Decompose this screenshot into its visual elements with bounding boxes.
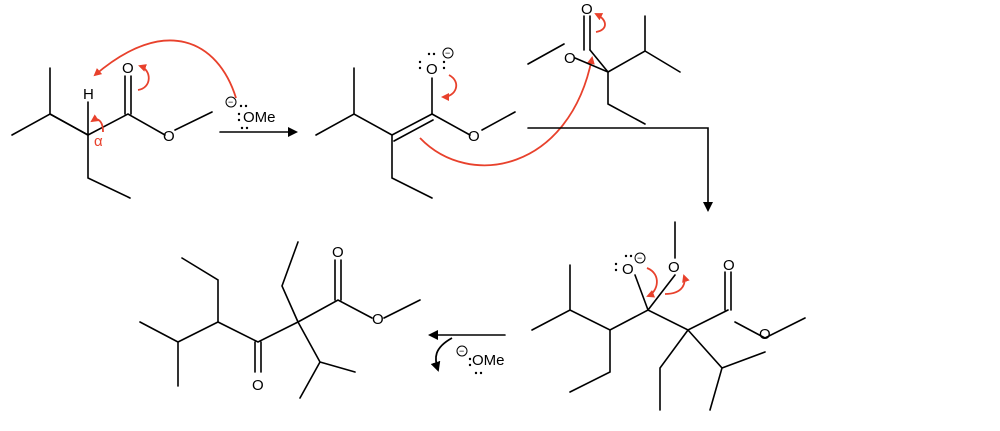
tetra-elimination-arrow	[664, 274, 690, 295]
second-ester-o: O	[564, 50, 576, 67]
tetra-negative-charge-icon	[634, 252, 646, 264]
methoxide-label: OMe	[243, 109, 276, 126]
enolate-ester-oxygen-label: O	[468, 128, 480, 145]
methoxide-release-arrow	[430, 337, 453, 372]
methoxide-attack-arrow	[93, 39, 237, 99]
beta-keto-ester-product: O O O	[139, 241, 421, 399]
c-o-pi-to-oxygen-arrow	[137, 64, 150, 91]
enolate-oxygen-label: O	[426, 61, 438, 78]
ester-methyl-bond	[174, 111, 213, 131]
tetra-branches	[569, 264, 611, 393]
tetra-charge-sign: −	[637, 253, 642, 263]
isopropyl-bond	[49, 113, 89, 136]
product-ester-carbonyl	[334, 259, 342, 301]
reaction-arrow-2	[527, 127, 713, 212]
second-ester-pi-arrow	[594, 13, 606, 33]
product-isopropyl-bonds	[297, 321, 356, 399]
tetra-lower-bonds	[659, 329, 766, 411]
c-h-to-c-c-arrow	[90, 114, 104, 133]
enolate-intermediate: O O −	[315, 47, 595, 199]
product-right-bonds	[281, 241, 421, 323]
tetra-o-bonds	[634, 274, 676, 311]
tetra-alkoxide-o: O	[622, 261, 634, 278]
second-ester-carbonyl	[583, 15, 591, 51]
enolate-negative-charge-icon	[442, 47, 454, 59]
tetra-backbone	[531, 309, 729, 331]
second-ester-carbonyl-o: O	[581, 1, 593, 18]
methoxide-2-charge-sign: −	[459, 346, 464, 356]
skeleton-bonds-1	[11, 113, 131, 199]
charge-sign: −	[228, 97, 233, 107]
methoxide-reagent-1: − OMe	[225, 96, 276, 130]
tetra-carbonyl-o: O	[723, 257, 735, 274]
second-ester-skeleton	[589, 15, 681, 73]
tetra-ester-bonds	[724, 271, 806, 339]
tetrahedral-intermediate: O O O O −	[531, 221, 806, 411]
product-left-bonds	[139, 257, 219, 387]
ester-starting-material: H O O α	[11, 39, 237, 199]
carbonyl-carbon-bonds	[87, 113, 166, 136]
tetra-methoxy-o: O	[668, 259, 680, 276]
second-ester: O O	[527, 1, 681, 125]
carbonyl-oxygen-label: O	[122, 60, 134, 77]
methoxide-2-label: OMe	[472, 352, 505, 369]
product-ketone-o: O	[252, 377, 264, 394]
negative-charge-icon	[225, 96, 237, 108]
product-ester-carbonyl-o: O	[332, 244, 344, 261]
alpha-hydrogen-label: H	[83, 86, 94, 103]
enolate-ester-bonds	[431, 111, 516, 136]
product-ester-o: O	[372, 311, 384, 328]
enolate-double-bond	[391, 113, 434, 142]
carbonyl-double-bond	[124, 75, 132, 115]
product-keto-bonds	[217, 321, 299, 373]
methoxide-2-charge-icon	[456, 345, 468, 357]
enolate-attack-arrow	[419, 56, 595, 167]
enolate-reform-arrow	[441, 74, 458, 101]
second-ester-bonds	[527, 43, 646, 125]
alpha-carbon-label: α	[94, 133, 103, 150]
methoxide-reagent-2: − OMe	[456, 345, 505, 375]
ester-oxygen-label: O	[163, 128, 175, 145]
enolate-charge-sign: −	[445, 48, 450, 58]
tetra-ester-o: O	[759, 326, 771, 343]
tetra-reform-arrow	[646, 267, 658, 298]
enolate-skeleton	[315, 113, 433, 199]
